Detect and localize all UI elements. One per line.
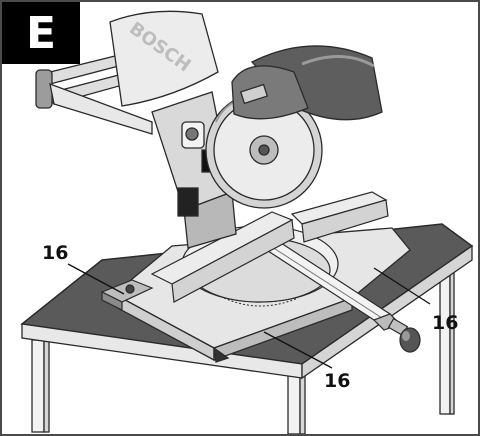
figure-label: E bbox=[2, 2, 80, 64]
callout-16-bottom: 16 bbox=[324, 370, 351, 392]
upper-blade-guard: BOSCH bbox=[109, 10, 219, 107]
callout-leaders bbox=[67, 263, 431, 369]
left-support-foot bbox=[100, 279, 154, 311]
motor-and-handle bbox=[231, 45, 383, 121]
saw-blade bbox=[205, 91, 323, 209]
callout-16-right: 16 bbox=[432, 312, 459, 334]
fence bbox=[150, 191, 389, 303]
callout-16-left: 16 bbox=[42, 242, 69, 264]
